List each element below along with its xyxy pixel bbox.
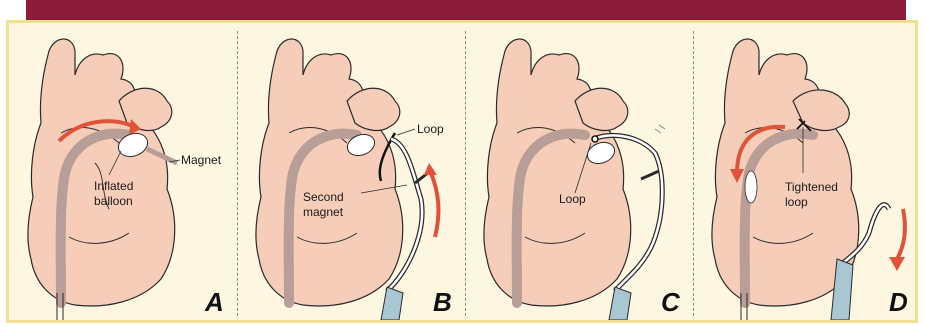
panel-a: Magnet Inflated balloon A [9, 23, 237, 320]
panel-letter: B [433, 287, 452, 317]
motion-arrowhead [424, 163, 437, 175]
label-inflated: Inflated [94, 179, 133, 193]
catheter-sheath [609, 287, 631, 320]
loop-knot [592, 136, 598, 142]
label-loop: Loop [417, 122, 444, 136]
label-tightened: Tightened [785, 180, 838, 194]
leader-line [397, 129, 415, 135]
panel-b-drawing: Loop Second magnet B [237, 23, 465, 320]
motion-arrow [897, 209, 905, 259]
label-loop: loop [785, 195, 808, 209]
catheter-sheath [381, 287, 403, 320]
panel-d-drawing: Tightened loop D [693, 23, 921, 320]
panel-letter: C [661, 287, 681, 317]
deflated-balloon [745, 171, 757, 203]
second-magnet [641, 171, 659, 179]
motion-lines [655, 125, 665, 133]
panel-a-drawing: Magnet Inflated balloon A [9, 23, 237, 320]
panel-d: Tightened loop D [693, 23, 921, 320]
motion-arrowhead [889, 257, 905, 271]
panel-c: Loop C [465, 23, 693, 320]
heart-illustration [484, 39, 631, 306]
motion-arrow [431, 173, 438, 237]
label-balloon: balloon [94, 194, 133, 208]
panel-letter: D [889, 287, 908, 317]
label-loop: Loop [559, 192, 586, 206]
figure-frame: Magnet Inflated balloon A [6, 20, 918, 323]
panel-b: Loop Second magnet B [237, 23, 465, 320]
label-magnet: magnet [303, 205, 344, 219]
label-magnet: Magnet [181, 153, 222, 167]
header-banner [26, 0, 906, 20]
panel-letter: A [204, 287, 224, 317]
label-second: Second [303, 190, 344, 204]
heart-illustration [28, 39, 175, 306]
panel-c-drawing: Loop C [465, 23, 693, 320]
